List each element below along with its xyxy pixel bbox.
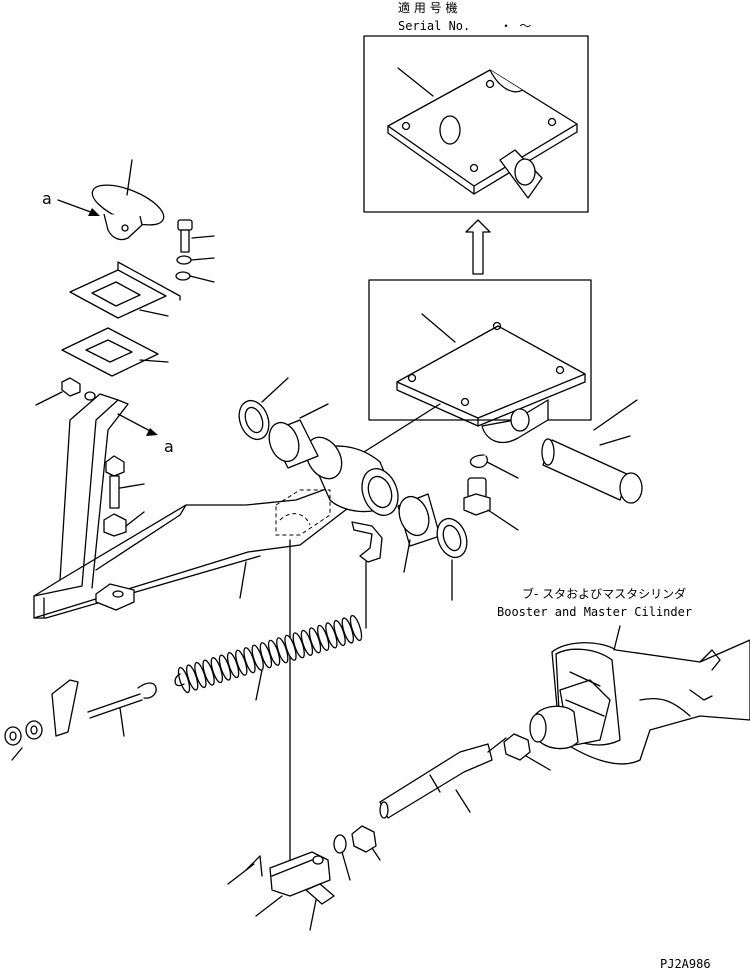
bracket-bolt — [463, 477, 519, 531]
lever-block — [95, 583, 135, 611]
stopper-nut — [103, 511, 145, 537]
stop-tab — [351, 521, 383, 563]
spring-nuts — [4, 720, 43, 761]
hidden-lines — [275, 489, 331, 881]
clevis — [227, 851, 331, 917]
spring-eyebolt — [87, 682, 157, 737]
drawing-code: PJ2A986 — [660, 957, 711, 971]
return-spring — [174, 614, 363, 701]
callout-a-side: a — [164, 437, 174, 456]
push-rod — [379, 737, 507, 819]
spring-leader — [255, 669, 263, 701]
upgrade-arrow — [465, 219, 491, 275]
pedal-pad — [91, 159, 165, 241]
arm-bolt — [35, 377, 96, 406]
seal-left — [238, 377, 289, 441]
spring-bracket — [51, 679, 79, 737]
stopper-bolt — [105, 455, 145, 509]
pad-plate — [69, 261, 181, 319]
callout-a-top: a — [42, 189, 52, 208]
bushing-right — [397, 493, 441, 573]
pivot-pin — [541, 399, 643, 504]
pad-washer — [176, 255, 215, 265]
booster-master-cylinder — [529, 625, 750, 765]
clevis-nut — [351, 825, 381, 861]
pad-gasket — [61, 327, 169, 377]
applicable-model-label: 適 用 号 機 — [398, 0, 457, 15]
booster-label-en: Booster and Master Cilinder — [497, 605, 692, 619]
callout-a-side-arrow — [117, 413, 158, 436]
booster-label-jp: ブ- スタおよびマスタシリンダ — [522, 586, 686, 601]
clevis-washer — [333, 834, 351, 881]
snap-ring — [469, 454, 519, 479]
upper-bracket-inset — [363, 35, 589, 213]
bushing-left — [268, 403, 329, 469]
pad-bolt — [177, 219, 215, 253]
lower-bracket-inset — [355, 279, 592, 458]
serial-no-label: Serial No. — [398, 19, 470, 33]
spring-hook — [174, 673, 185, 687]
pedal-lever — [33, 393, 357, 619]
serial-range: ・ ～ — [500, 19, 531, 33]
spring-coil — [349, 614, 363, 642]
lever-hub — [305, 436, 399, 516]
pad-lock-washer — [175, 271, 215, 283]
callout-a-top-arrow — [57, 199, 100, 216]
rod-lock-nut — [503, 733, 551, 771]
clevis-pin — [305, 883, 335, 931]
seal-right — [436, 517, 468, 601]
